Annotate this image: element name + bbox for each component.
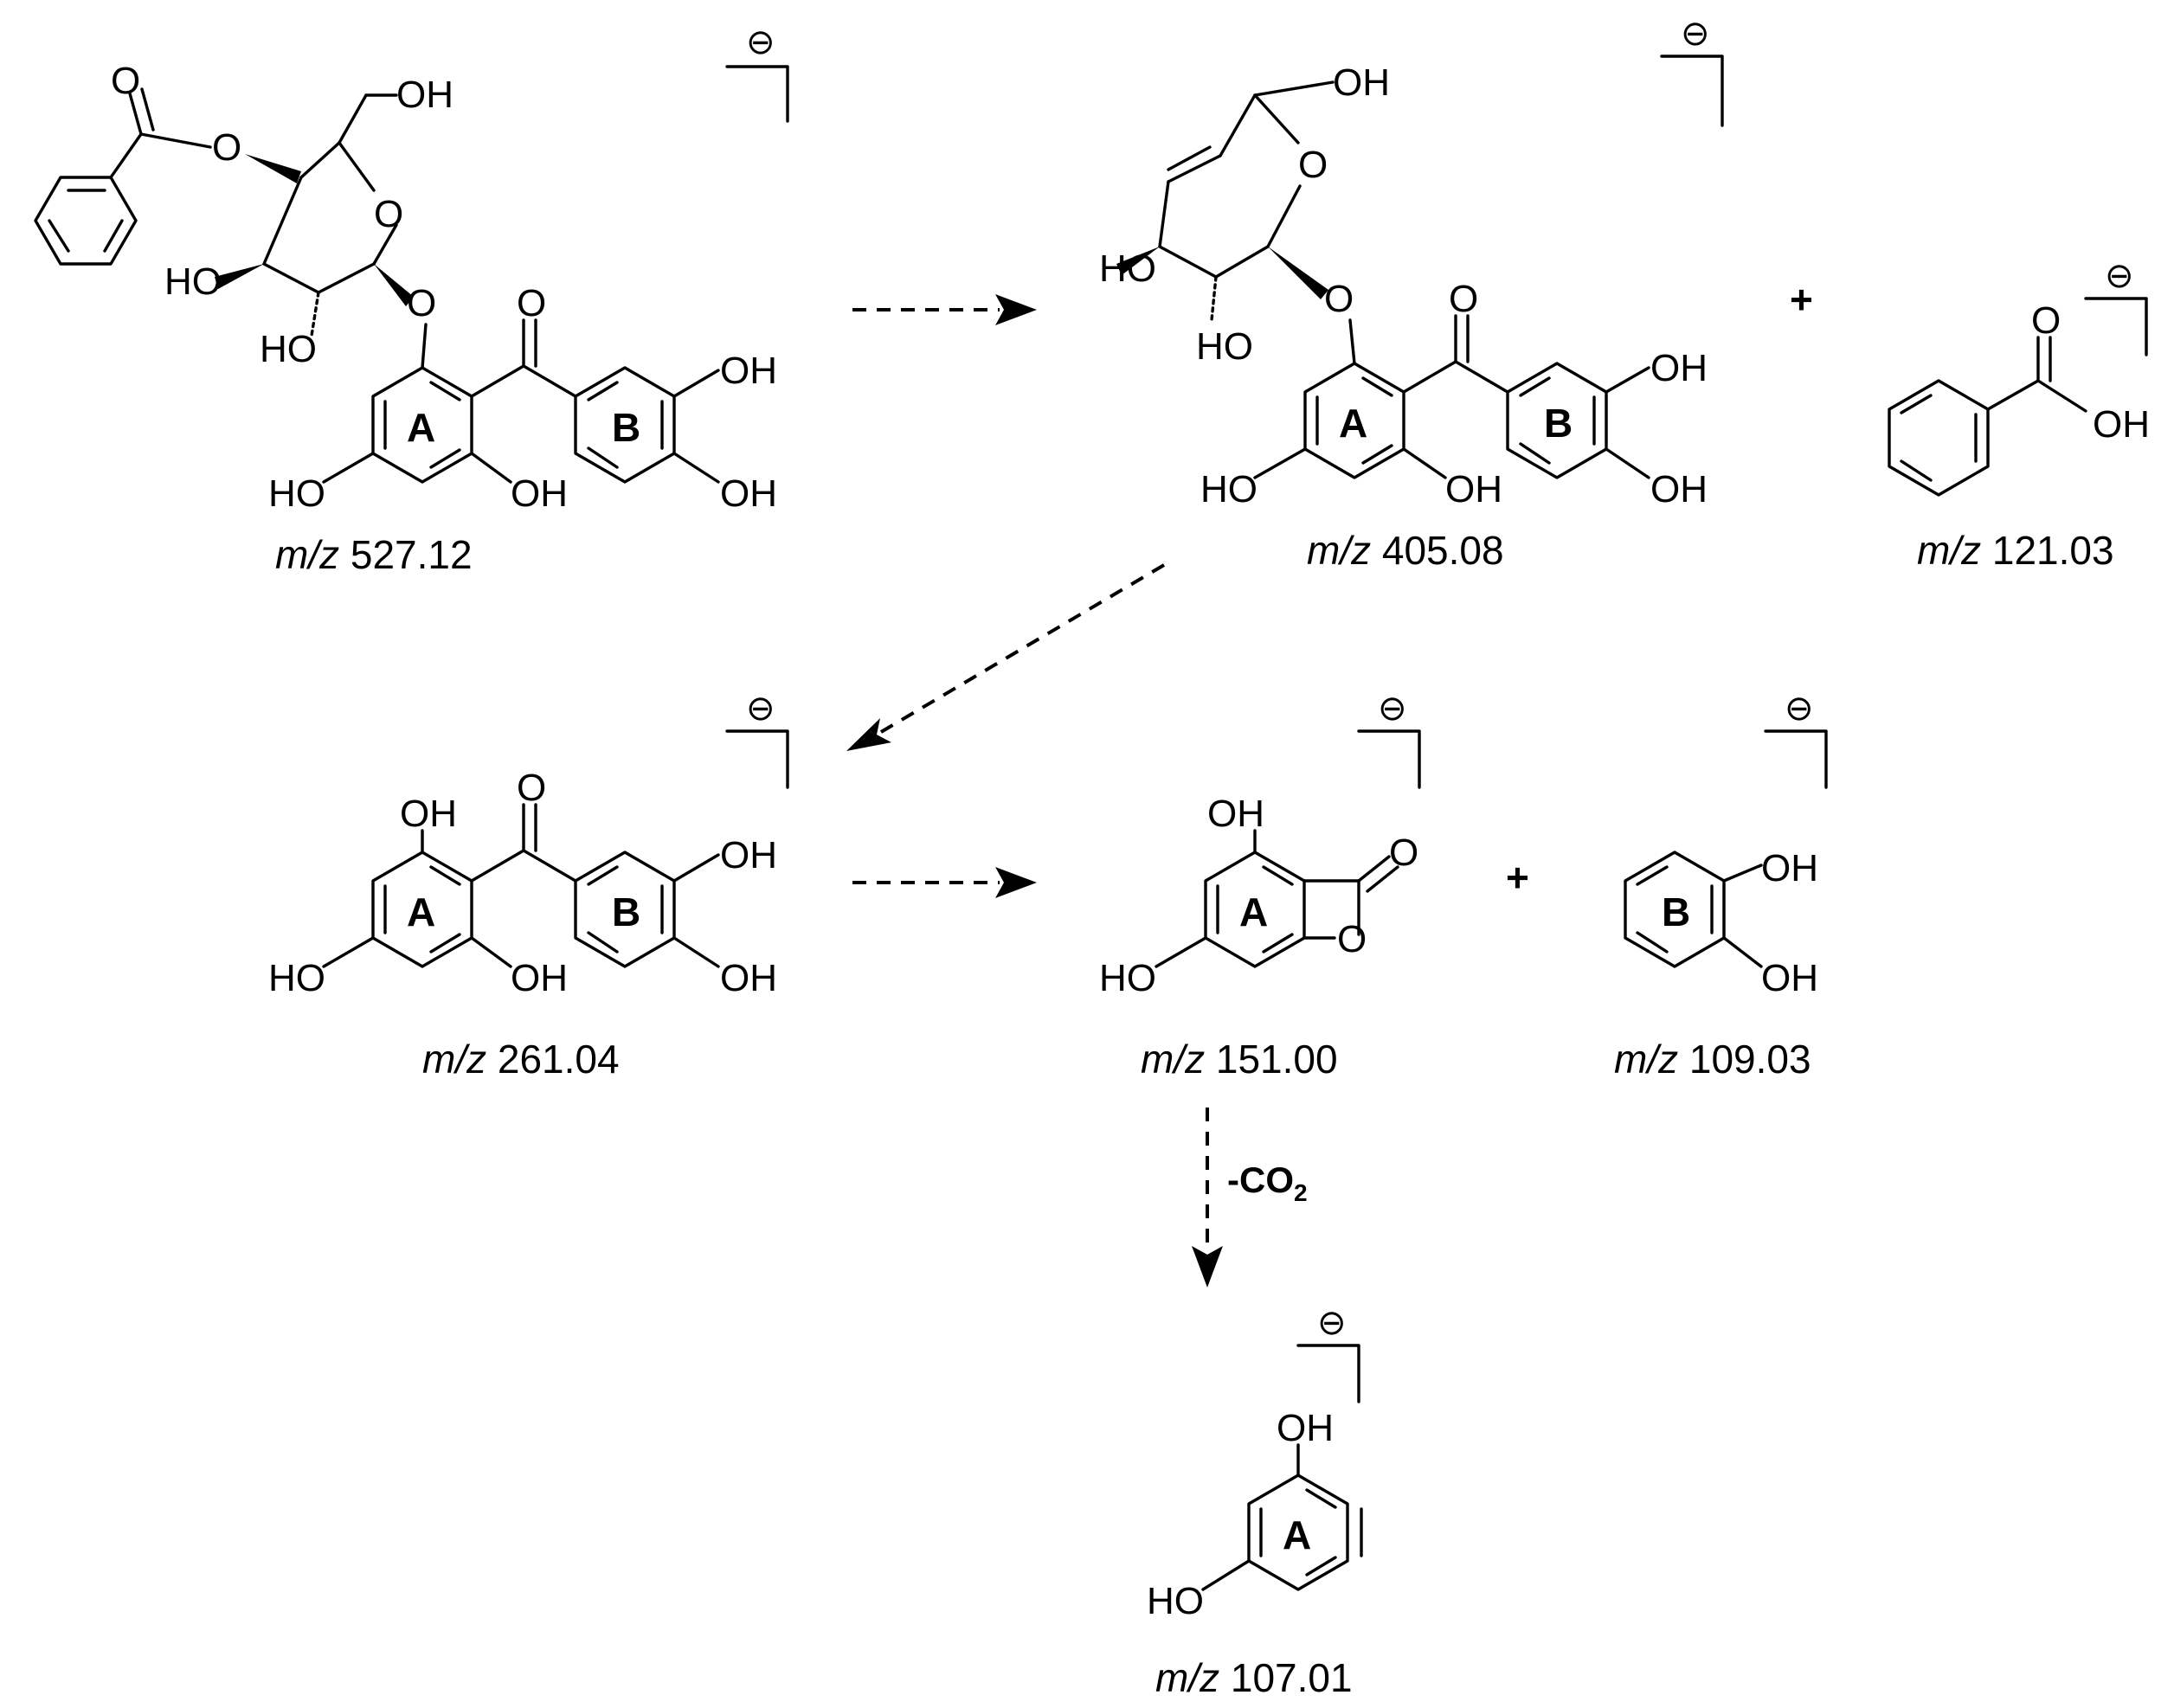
charge-symbol: ⊖	[1378, 690, 1407, 728]
mz-label: m/z 527.12	[275, 532, 473, 577]
acid-oh: OH	[2093, 403, 2150, 446]
charge-bracket	[1357, 729, 1421, 789]
compound-aglycone: ⊖ OH A HO OH O B OH OH m/z 261.04	[268, 690, 789, 1082]
lactone-ring-o: O	[1337, 918, 1367, 960]
arrow-4	[1192, 1108, 1223, 1287]
mz-label: m/z 121.03	[1917, 528, 2114, 573]
mz-label: m/z 151.00	[1141, 1037, 1338, 1082]
ring-o: O	[374, 193, 403, 235]
condition-label: -CO2	[1227, 1159, 1308, 1206]
ring-b-label: B	[1662, 889, 1690, 934]
mz-label: m/z 107.01	[1155, 1655, 1353, 1700]
oh-b-3: OH	[720, 834, 777, 876]
compound-benzoate: ⊖ O OH m/z 121.03	[1888, 257, 2150, 573]
charge-symbol: ⊖	[1317, 1304, 1347, 1342]
charge-bracket	[1764, 729, 1828, 789]
oh-b-4: OH	[720, 957, 777, 999]
oh-a-ortho: OH	[1445, 468, 1502, 510]
oh-6: OH	[1333, 61, 1390, 104]
ring-a-label: A	[1239, 889, 1268, 934]
plus-sign-1: +	[1790, 277, 1813, 322]
charge-symbol: ⊖	[746, 690, 775, 728]
arrow-3	[852, 867, 1037, 898]
oh-6: OH	[396, 74, 453, 116]
ring-a-label: A	[1339, 401, 1367, 446]
oh-a-para: HO	[1200, 468, 1257, 510]
ring-a-label: A	[1283, 1512, 1311, 1557]
charge-bracket	[2084, 297, 2148, 356]
oh-2: OH	[1761, 957, 1818, 999]
arrow-2	[846, 563, 1166, 751]
charge-symbol: ⊖	[1785, 690, 1814, 728]
compound-precursor: ⊖ O O OH O HO HO O A	[34, 23, 789, 577]
oh-b-3: OH	[720, 350, 777, 392]
glyco-o: O	[407, 282, 436, 324]
lactone-carbonyl-o: O	[1389, 832, 1418, 874]
compound-ring-a-lactone: ⊖ OH A HO O O m/z 151.00	[1099, 690, 1421, 1082]
oh-3: HO	[1099, 247, 1156, 290]
glyco-o: O	[1324, 278, 1354, 320]
oh-1: OH	[1761, 847, 1818, 889]
oh-top: OH	[1207, 793, 1264, 835]
carbonyl-o: O	[111, 60, 140, 102]
ring-b-label: B	[612, 405, 640, 450]
oh-3: HO	[164, 260, 222, 303]
charge-symbol: ⊖	[2105, 257, 2134, 295]
ketone-o: O	[1449, 278, 1478, 320]
oh-b-4: OH	[720, 472, 777, 515]
charge-bracket	[725, 65, 789, 123]
charge-symbol: ⊖	[746, 23, 775, 61]
ring-b-label: B	[612, 889, 640, 934]
charge-bracket	[1296, 1344, 1360, 1403]
compound-benzyne: ⊖ OH A HO m/z 107.01	[1147, 1304, 1363, 1700]
arrow-1	[852, 294, 1037, 325]
mz-label: m/z 261.04	[422, 1037, 620, 1082]
ketone-o: O	[517, 767, 546, 809]
ring-a-label: A	[407, 889, 435, 934]
charge-bracket	[725, 729, 789, 789]
oh-a-ortho-top: OH	[400, 793, 457, 835]
ketone-o: O	[517, 282, 546, 324]
oh-2: HO	[1196, 325, 1253, 368]
oh-para: HO	[1099, 957, 1156, 999]
oh-b-3: OH	[1650, 347, 1708, 389]
oh-para: HO	[1147, 1580, 1204, 1622]
oh-a-ortho: OH	[511, 957, 568, 999]
oh-a-para: HO	[268, 957, 325, 999]
oh-b-4: OH	[1650, 468, 1708, 510]
carbonyl-o: O	[2031, 299, 2061, 342]
compound-loss-benzoic: ⊖ OH O HO HO O A HO OH O	[1099, 15, 1724, 573]
oh-a-ortho: OH	[511, 472, 568, 515]
compound-catechol: ⊖ B OH OH m/z 109.03	[1614, 690, 1828, 1082]
charge-symbol: ⊖	[1681, 15, 1710, 53]
ring-a-label: A	[407, 405, 435, 450]
oh-top: OH	[1277, 1407, 1334, 1449]
ester-o: O	[212, 126, 241, 169]
plus-sign-2: +	[1506, 855, 1529, 900]
mz-label: m/z 405.08	[1307, 528, 1504, 573]
oh-2: HO	[260, 328, 317, 370]
charge-bracket	[1660, 55, 1724, 127]
ring-b-label: B	[1544, 401, 1573, 446]
ring-o: O	[1298, 144, 1328, 186]
mz-label: m/z 109.03	[1614, 1037, 1811, 1082]
oh-a-para: HO	[268, 472, 325, 515]
